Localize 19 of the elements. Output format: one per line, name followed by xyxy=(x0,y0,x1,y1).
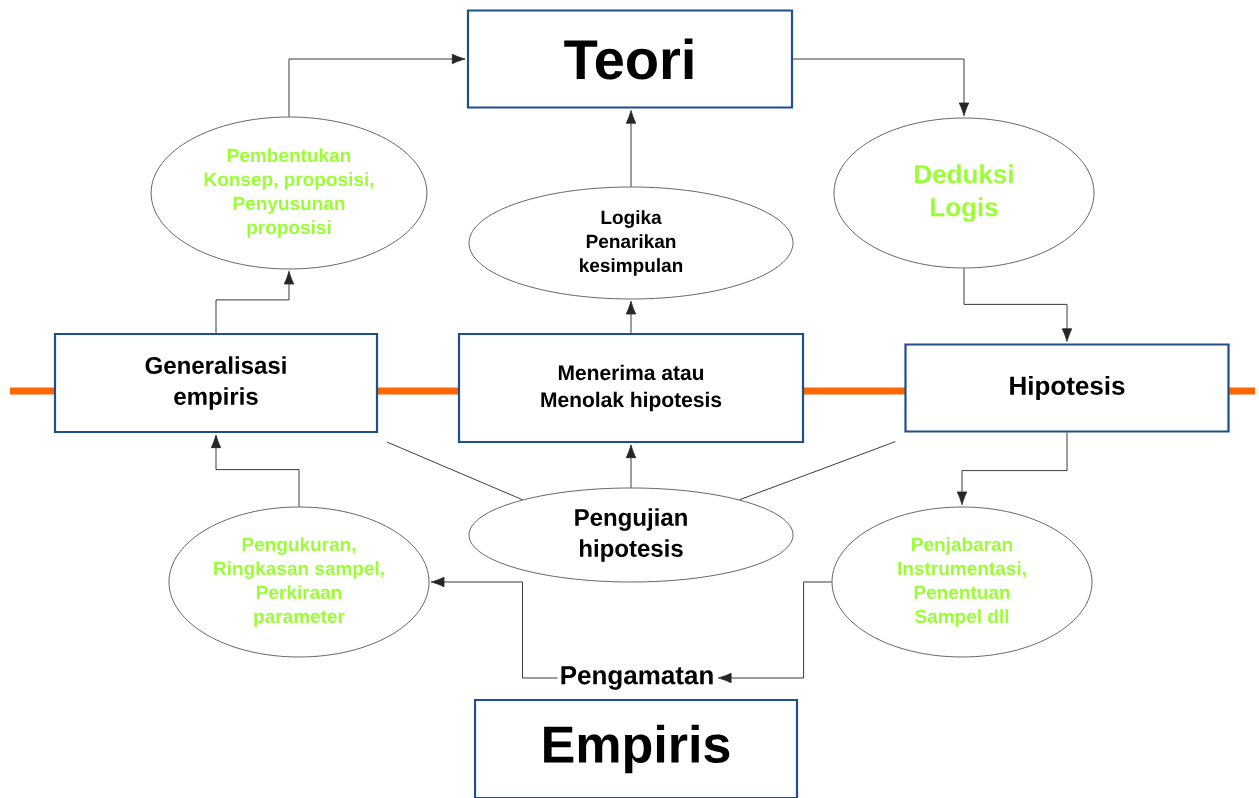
arrow xyxy=(215,270,295,334)
connector-line xyxy=(739,441,896,501)
arrow xyxy=(625,110,637,188)
arrow xyxy=(210,434,300,508)
process-box: Hipotesis xyxy=(904,343,1230,433)
arrow xyxy=(430,576,558,679)
arrow xyxy=(717,581,833,684)
connector-line xyxy=(386,441,523,501)
observation-label: Pengamatan xyxy=(557,664,717,692)
arrow xyxy=(792,58,970,117)
arrow xyxy=(956,432,1068,506)
arrow xyxy=(288,53,466,118)
process-box: Generalisasi empiris xyxy=(53,332,379,434)
arrow xyxy=(625,300,637,334)
process-box: Menerima atau Menolak hipotesis xyxy=(457,332,805,444)
arrow xyxy=(625,444,637,489)
arrow xyxy=(963,267,1073,342)
theory-box: Teori xyxy=(466,9,794,109)
empirical-box: Empiris xyxy=(473,698,799,798)
